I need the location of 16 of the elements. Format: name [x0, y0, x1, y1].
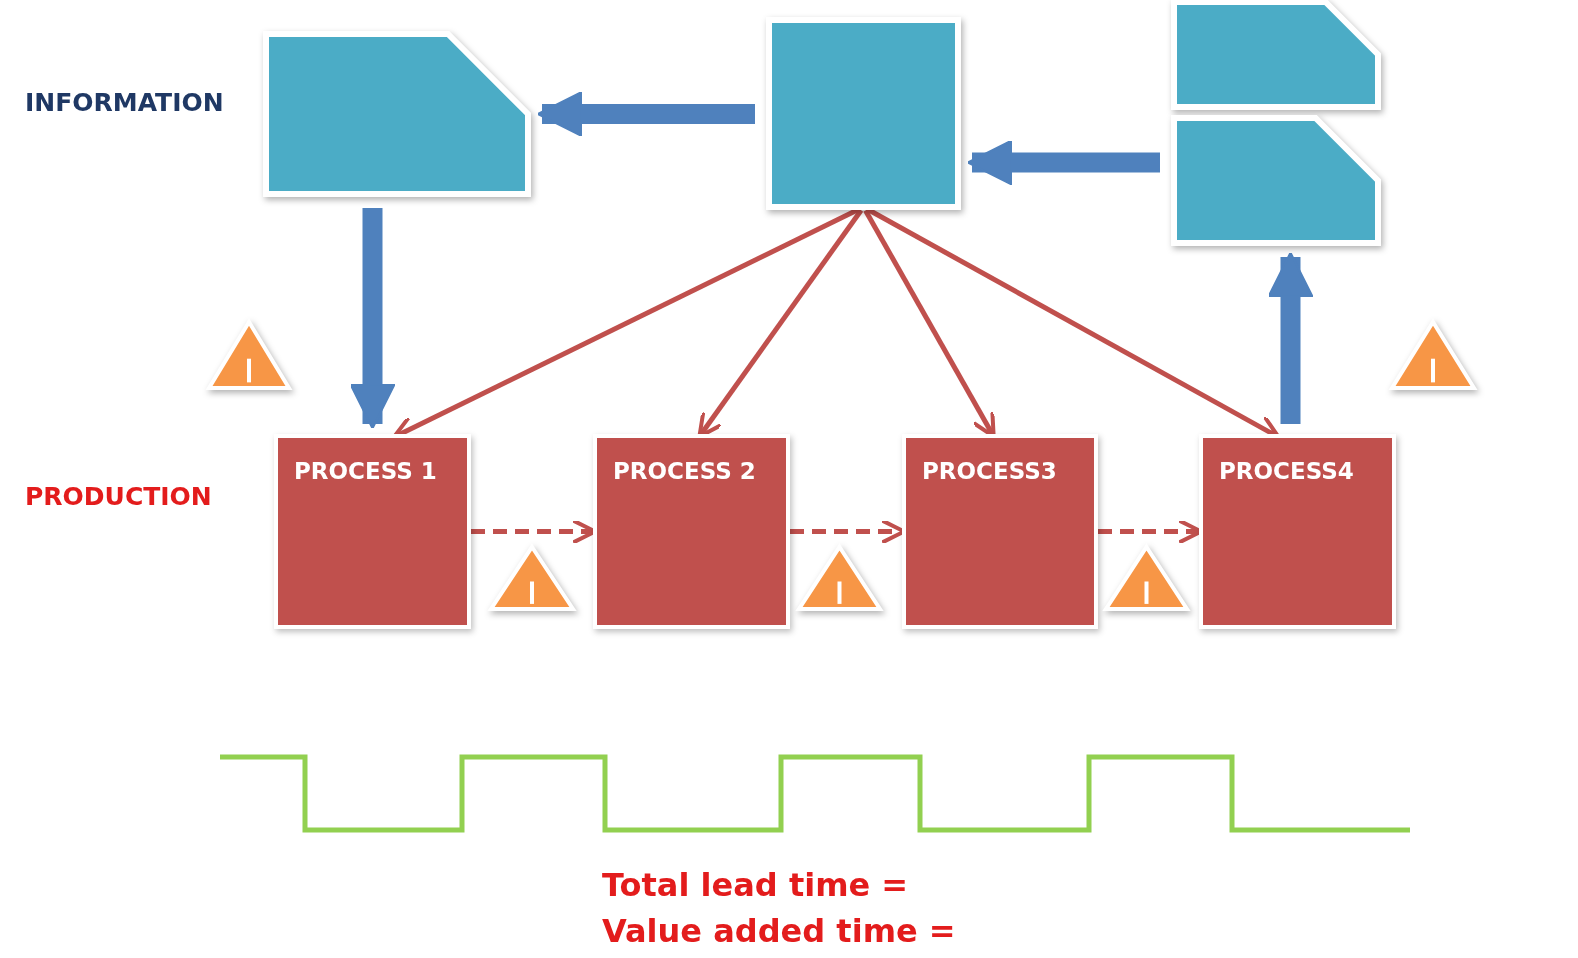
process-title: PROCESS 1 [294, 458, 437, 484]
block-arrow [349, 208, 396, 430]
block-arrow [1267, 251, 1314, 424]
document-shape [1174, 2, 1378, 107]
section-label: PRODUCTION [25, 482, 212, 511]
process-title: PROCESS4 [1219, 458, 1354, 484]
control-box [769, 20, 958, 207]
section-label: INFORMATION [25, 88, 224, 117]
document-shape [1174, 118, 1378, 243]
summary-text: Total lead time = [602, 866, 909, 904]
process-title: PROCESS3 [922, 458, 1057, 484]
process-title: PROCESS 2 [613, 458, 756, 484]
block-arrow [536, 91, 755, 137]
summary-text: Value added time = [602, 912, 956, 950]
document-shape [266, 34, 528, 194]
block-arrow [966, 139, 1160, 186]
